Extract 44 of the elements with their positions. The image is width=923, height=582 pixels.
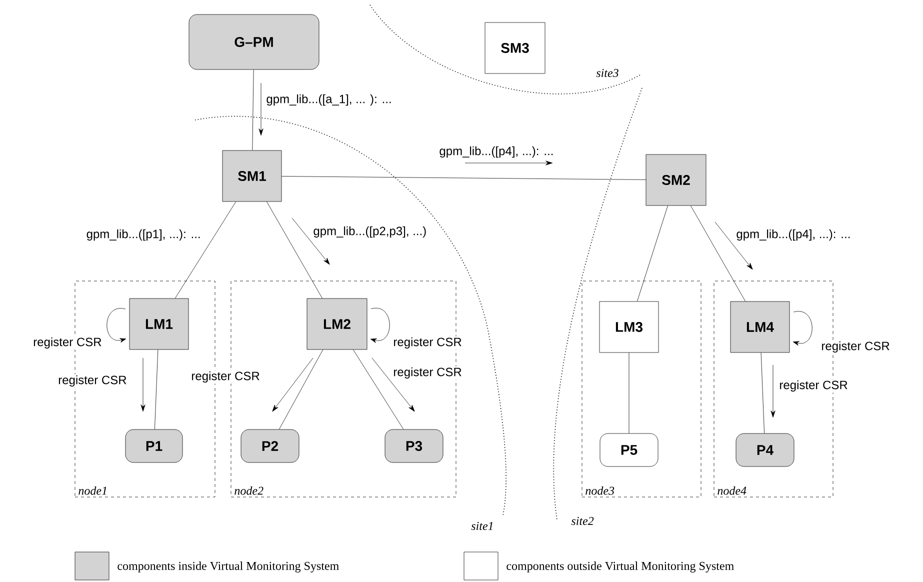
site-label: site2 xyxy=(571,516,594,526)
site-label: site1 xyxy=(471,522,493,530)
box: SM3 xyxy=(484,22,546,74)
edge-label: gpm_lib...([p1], ...): ... xyxy=(85,228,202,242)
connector-line xyxy=(282,176,646,180)
edge-label: gpm_lib...([p4], ...): ... xyxy=(735,228,852,242)
rounded-box: P1 xyxy=(125,429,183,463)
edge-label: gpm_lib...([p4], ...): ... xyxy=(438,145,555,159)
rounded-box: P3 xyxy=(384,429,444,463)
edge-label: register CSR xyxy=(820,340,891,354)
connector-line xyxy=(637,206,668,302)
edge-label: register CSR xyxy=(392,366,463,380)
box: SM2 xyxy=(646,154,706,206)
connector-line xyxy=(760,352,765,434)
edge-label: register CSR xyxy=(32,336,103,350)
edge-label: gpm_lib...([p2,p3], ...) xyxy=(312,225,428,239)
rounded-box: P4 xyxy=(736,433,794,467)
edge-label: register CSR xyxy=(190,370,261,384)
connector-line xyxy=(174,202,236,298)
box: LM2 xyxy=(306,298,368,350)
loop-arrow xyxy=(370,308,390,343)
legend-text: components outside Virtual Monitoring System xyxy=(506,562,734,572)
edge-label: register CSR xyxy=(778,379,849,393)
connector-line xyxy=(278,350,324,430)
edge-label: register CSR xyxy=(392,336,463,350)
connector-line xyxy=(690,206,746,302)
box: LM1 xyxy=(129,298,189,350)
loop-arrow xyxy=(792,311,812,346)
legend-text: components inside Virtual Monitoring System xyxy=(118,562,339,572)
box: LM3 xyxy=(599,301,659,353)
connector-line xyxy=(266,202,322,298)
rounded-box: P2 xyxy=(240,429,300,463)
rounded-box: G–PM xyxy=(188,14,320,70)
connector-line xyxy=(628,352,630,434)
connector-line xyxy=(353,350,404,430)
box: LM4 xyxy=(730,301,790,353)
rounded-box: P5 xyxy=(600,433,658,467)
site-label: site3 xyxy=(596,68,618,78)
edge-label: gpm_lib...([a_1], ... ): ... xyxy=(265,93,393,107)
edge-label: register CSR xyxy=(57,374,128,388)
loop-arrow xyxy=(106,308,126,343)
connector-line xyxy=(154,350,158,430)
box: SM1 xyxy=(222,150,282,202)
connector-line xyxy=(252,70,254,150)
